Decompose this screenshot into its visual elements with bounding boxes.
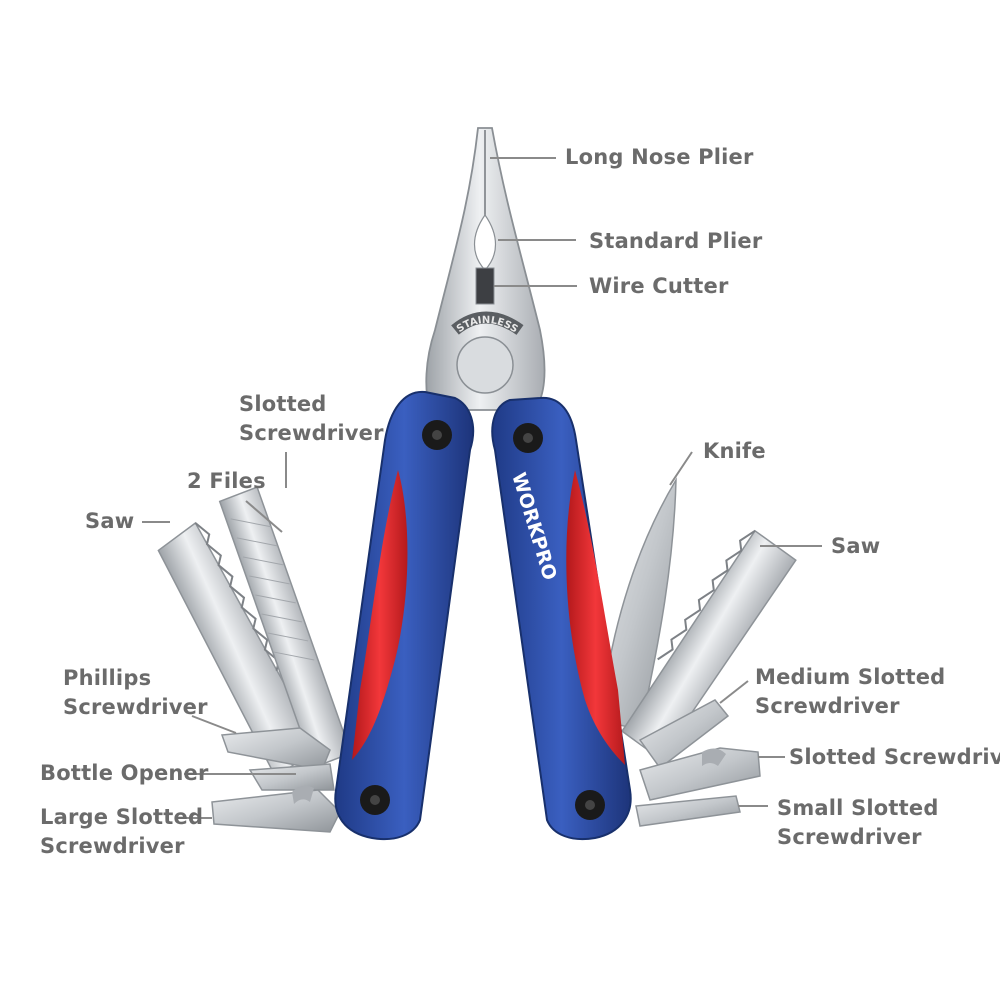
label-small-slotted-screwdriver: Small Slotted Screwdriver bbox=[777, 796, 939, 849]
leader-medium-slotted bbox=[719, 680, 749, 704]
right-handle: WORKPRO bbox=[491, 396, 632, 840]
left-handle-red-insert bbox=[352, 470, 408, 760]
left-handle bbox=[334, 390, 475, 840]
label-standard-plier: Standard Plier bbox=[589, 229, 763, 253]
label-knife: Knife bbox=[703, 439, 766, 463]
phillips-blade bbox=[220, 727, 331, 771]
opener-hook bbox=[292, 785, 314, 804]
label-two-files: 2 Files bbox=[187, 469, 266, 493]
leader-two-files bbox=[245, 500, 283, 533]
small-slotted-blade bbox=[635, 795, 741, 827]
right-handle-red-insert bbox=[566, 470, 625, 765]
label-wire-cutter: Wire Cutter bbox=[589, 274, 729, 298]
label-saw-right: Saw bbox=[831, 534, 881, 558]
label-saw-left: Saw bbox=[85, 509, 135, 533]
leader-phillips bbox=[191, 715, 237, 734]
left-tools bbox=[157, 486, 352, 833]
large-slotted-blade bbox=[211, 789, 341, 833]
medium-slotted-blade bbox=[638, 699, 730, 770]
label-large-slotted-screwdriver: Large Slotted Screwdriver bbox=[40, 805, 204, 858]
label-slotted-screwdriver-top: Slotted Screwdriver bbox=[239, 392, 384, 445]
label-medium-slotted-screwdriver: Medium Slotted Screwdriver bbox=[755, 665, 946, 718]
plier-head: STAINLESS bbox=[425, 127, 546, 411]
right-opener-hook bbox=[702, 748, 726, 766]
label-slotted-screwdriver-right: Slotted Screwdriver bbox=[789, 745, 1000, 769]
leader-knife bbox=[669, 451, 693, 486]
leader-lines bbox=[142, 157, 822, 819]
label-phillips-screwdriver: Phillips Screwdriver bbox=[63, 666, 208, 719]
right-tools bbox=[599, 477, 797, 827]
label-long-nose-plier: Long Nose Plier bbox=[565, 145, 754, 169]
bottle-opener-blade bbox=[248, 763, 335, 791]
label-bottle-opener: Bottle Opener bbox=[40, 761, 209, 785]
